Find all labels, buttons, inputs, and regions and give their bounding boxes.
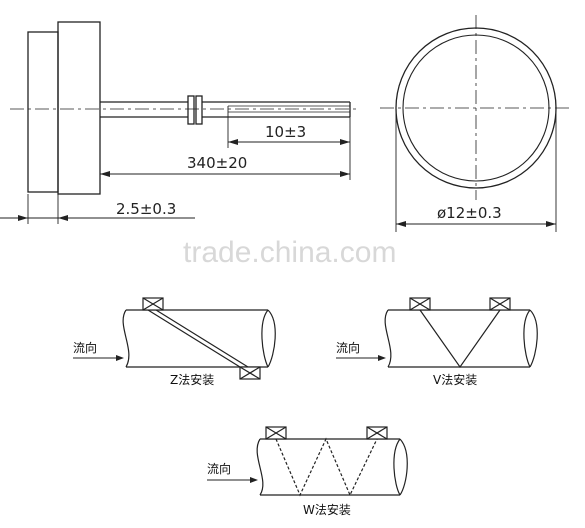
cable-clip-right xyxy=(195,95,203,125)
v-method-label: V法安装 xyxy=(433,372,477,387)
z-method-label: Z法安装 xyxy=(170,372,214,387)
dim-wire-segment-label: 10±3 xyxy=(265,123,306,141)
dim-wire-segment: 10±3 xyxy=(228,123,350,145)
sensor-front-view xyxy=(380,15,572,232)
w-flow-arrow: 流向 xyxy=(207,461,258,483)
v-flow-label: 流向 xyxy=(336,340,360,355)
w-method-label: W法安装 xyxy=(303,502,351,517)
z-method-diagram xyxy=(122,297,276,380)
dim-thickness: 2.5±0.3 xyxy=(0,200,195,221)
w-flow-label: 流向 xyxy=(207,461,231,476)
dim-diameter-label: ø12±0.3 xyxy=(437,204,502,222)
z-flow-arrow: 流向 xyxy=(73,340,124,361)
w-method-diagram xyxy=(256,426,408,497)
cable-clip-left xyxy=(187,95,195,125)
sensor-front-plate xyxy=(27,31,59,193)
dim-cable-length-label: 340±20 xyxy=(187,154,247,172)
dim-thickness-label: 2.5±0.3 xyxy=(116,200,176,218)
sensor-body xyxy=(57,21,101,195)
watermark: trade.china.com xyxy=(183,236,396,269)
v-flow-arrow: 流向 xyxy=(336,340,386,361)
v-method-diagram xyxy=(384,297,538,369)
dim-cable-length: 340±20 xyxy=(100,154,350,177)
z-flow-label: 流向 xyxy=(73,340,97,355)
dim-diameter: ø12±0.3 xyxy=(396,204,556,227)
sensor-side-view xyxy=(10,21,360,224)
